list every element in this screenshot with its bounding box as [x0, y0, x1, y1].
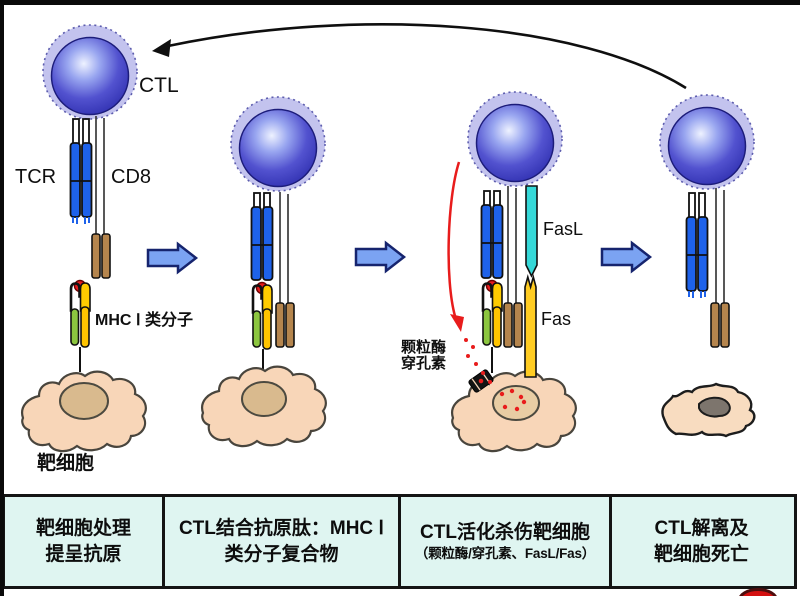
- mhc-molecule-1: [69, 279, 91, 348]
- step-2-line-1: CTL结合抗原肽：MHC Ⅰ: [178, 518, 385, 540]
- dead-nucleus: [698, 396, 731, 418]
- cd8-coreceptor-3: [503, 302, 523, 348]
- top-border-bar: [0, 0, 800, 5]
- nucleus-2: [241, 381, 287, 417]
- panel-4-ctl-detaches: [659, 94, 756, 438]
- ctl-cell-4: [659, 94, 755, 190]
- cd8-coreceptor-1: [91, 233, 111, 279]
- mhc-molecule-2: [251, 281, 273, 350]
- perforin-pore: [468, 369, 494, 393]
- nucleus-1: [59, 382, 109, 420]
- panel-1-target-presents-antigen: [20, 24, 147, 453]
- left-border-bar: [0, 0, 4, 596]
- step-arrow-1: [146, 242, 198, 274]
- panel-3-ctl-kills-target: [447, 91, 577, 453]
- cd8-coreceptor-2: [275, 302, 295, 348]
- step-3-line-2: （颗粒酶/穿孔素、FasL/Fas）: [414, 546, 596, 562]
- recycle-arrow: [167, 23, 687, 90]
- tcr-receptor-4: [685, 192, 709, 299]
- step-1-line-2: 提呈抗原: [45, 543, 122, 565]
- step-4-line-1: CTL解离及: [654, 518, 749, 540]
- fas-receptor: [524, 273, 537, 378]
- ctl-cell-1: [42, 24, 138, 120]
- recycle-arrowhead: [152, 39, 171, 57]
- step-4-line-2: 靶细胞死亡: [653, 543, 749, 565]
- fasl-ligand: [525, 185, 538, 278]
- step-cell-4: CTL解离及 靶细胞死亡: [612, 497, 791, 586]
- activation-arrow: [447, 161, 461, 317]
- target-cell-label: 靶细胞: [37, 453, 95, 474]
- perforin-label: 穿孔素: [401, 355, 447, 372]
- step-3-line-1: CTL活化杀伤靶细胞: [420, 522, 590, 544]
- diagram-svg: [20, 23, 756, 453]
- panel-2-ctl-binds-mhc: [200, 96, 327, 448]
- granzyme-label: 颗粒酶: [401, 339, 447, 356]
- step-2-line-2: 类分子复合物: [224, 543, 339, 565]
- fasl-label: FasL: [543, 219, 584, 239]
- fas-label: Fas: [541, 309, 572, 329]
- step-1-line-1: 靶细胞处理: [35, 518, 131, 540]
- bottom-logo-partial: [738, 588, 778, 596]
- mhc-label: MHC Ⅰ 类分子: [95, 312, 194, 329]
- tcr-receptor-2: [250, 192, 274, 281]
- cd8-label: CD8: [111, 166, 152, 188]
- step-arrow-3: [600, 241, 652, 273]
- ctl-cell-2: [230, 96, 326, 192]
- tcr-label: TCR: [15, 166, 57, 188]
- mhc-molecule-3: [481, 279, 503, 348]
- cd8-coreceptor-4: [710, 302, 730, 348]
- step-arrow-2: [354, 241, 406, 273]
- step-cell-2: CTL结合抗原肽：MHC Ⅰ 类分子复合物: [165, 497, 401, 586]
- nucleus-3: [492, 385, 540, 421]
- step-cell-3: CTL活化杀伤靶细胞 （颗粒酶/穿孔素、FasL/Fas）: [401, 497, 612, 586]
- granzyme-perforin-label: 颗粒酶 穿孔素: [401, 340, 446, 372]
- granzyme-dots: [464, 338, 527, 412]
- tcr-receptor-1: [69, 118, 93, 225]
- tcr-receptor-3: [480, 190, 504, 279]
- steps-table: 靶细胞处理 提呈抗原 CTL结合抗原肽：MHC Ⅰ 类分子复合物 CTL活化杀伤…: [2, 494, 797, 589]
- ctl-label: CTL: [139, 74, 179, 97]
- activation-arrowhead: [450, 314, 464, 332]
- step-cell-1: 靶细胞处理 提呈抗原: [5, 497, 165, 586]
- ctl-cell-3: [467, 91, 563, 187]
